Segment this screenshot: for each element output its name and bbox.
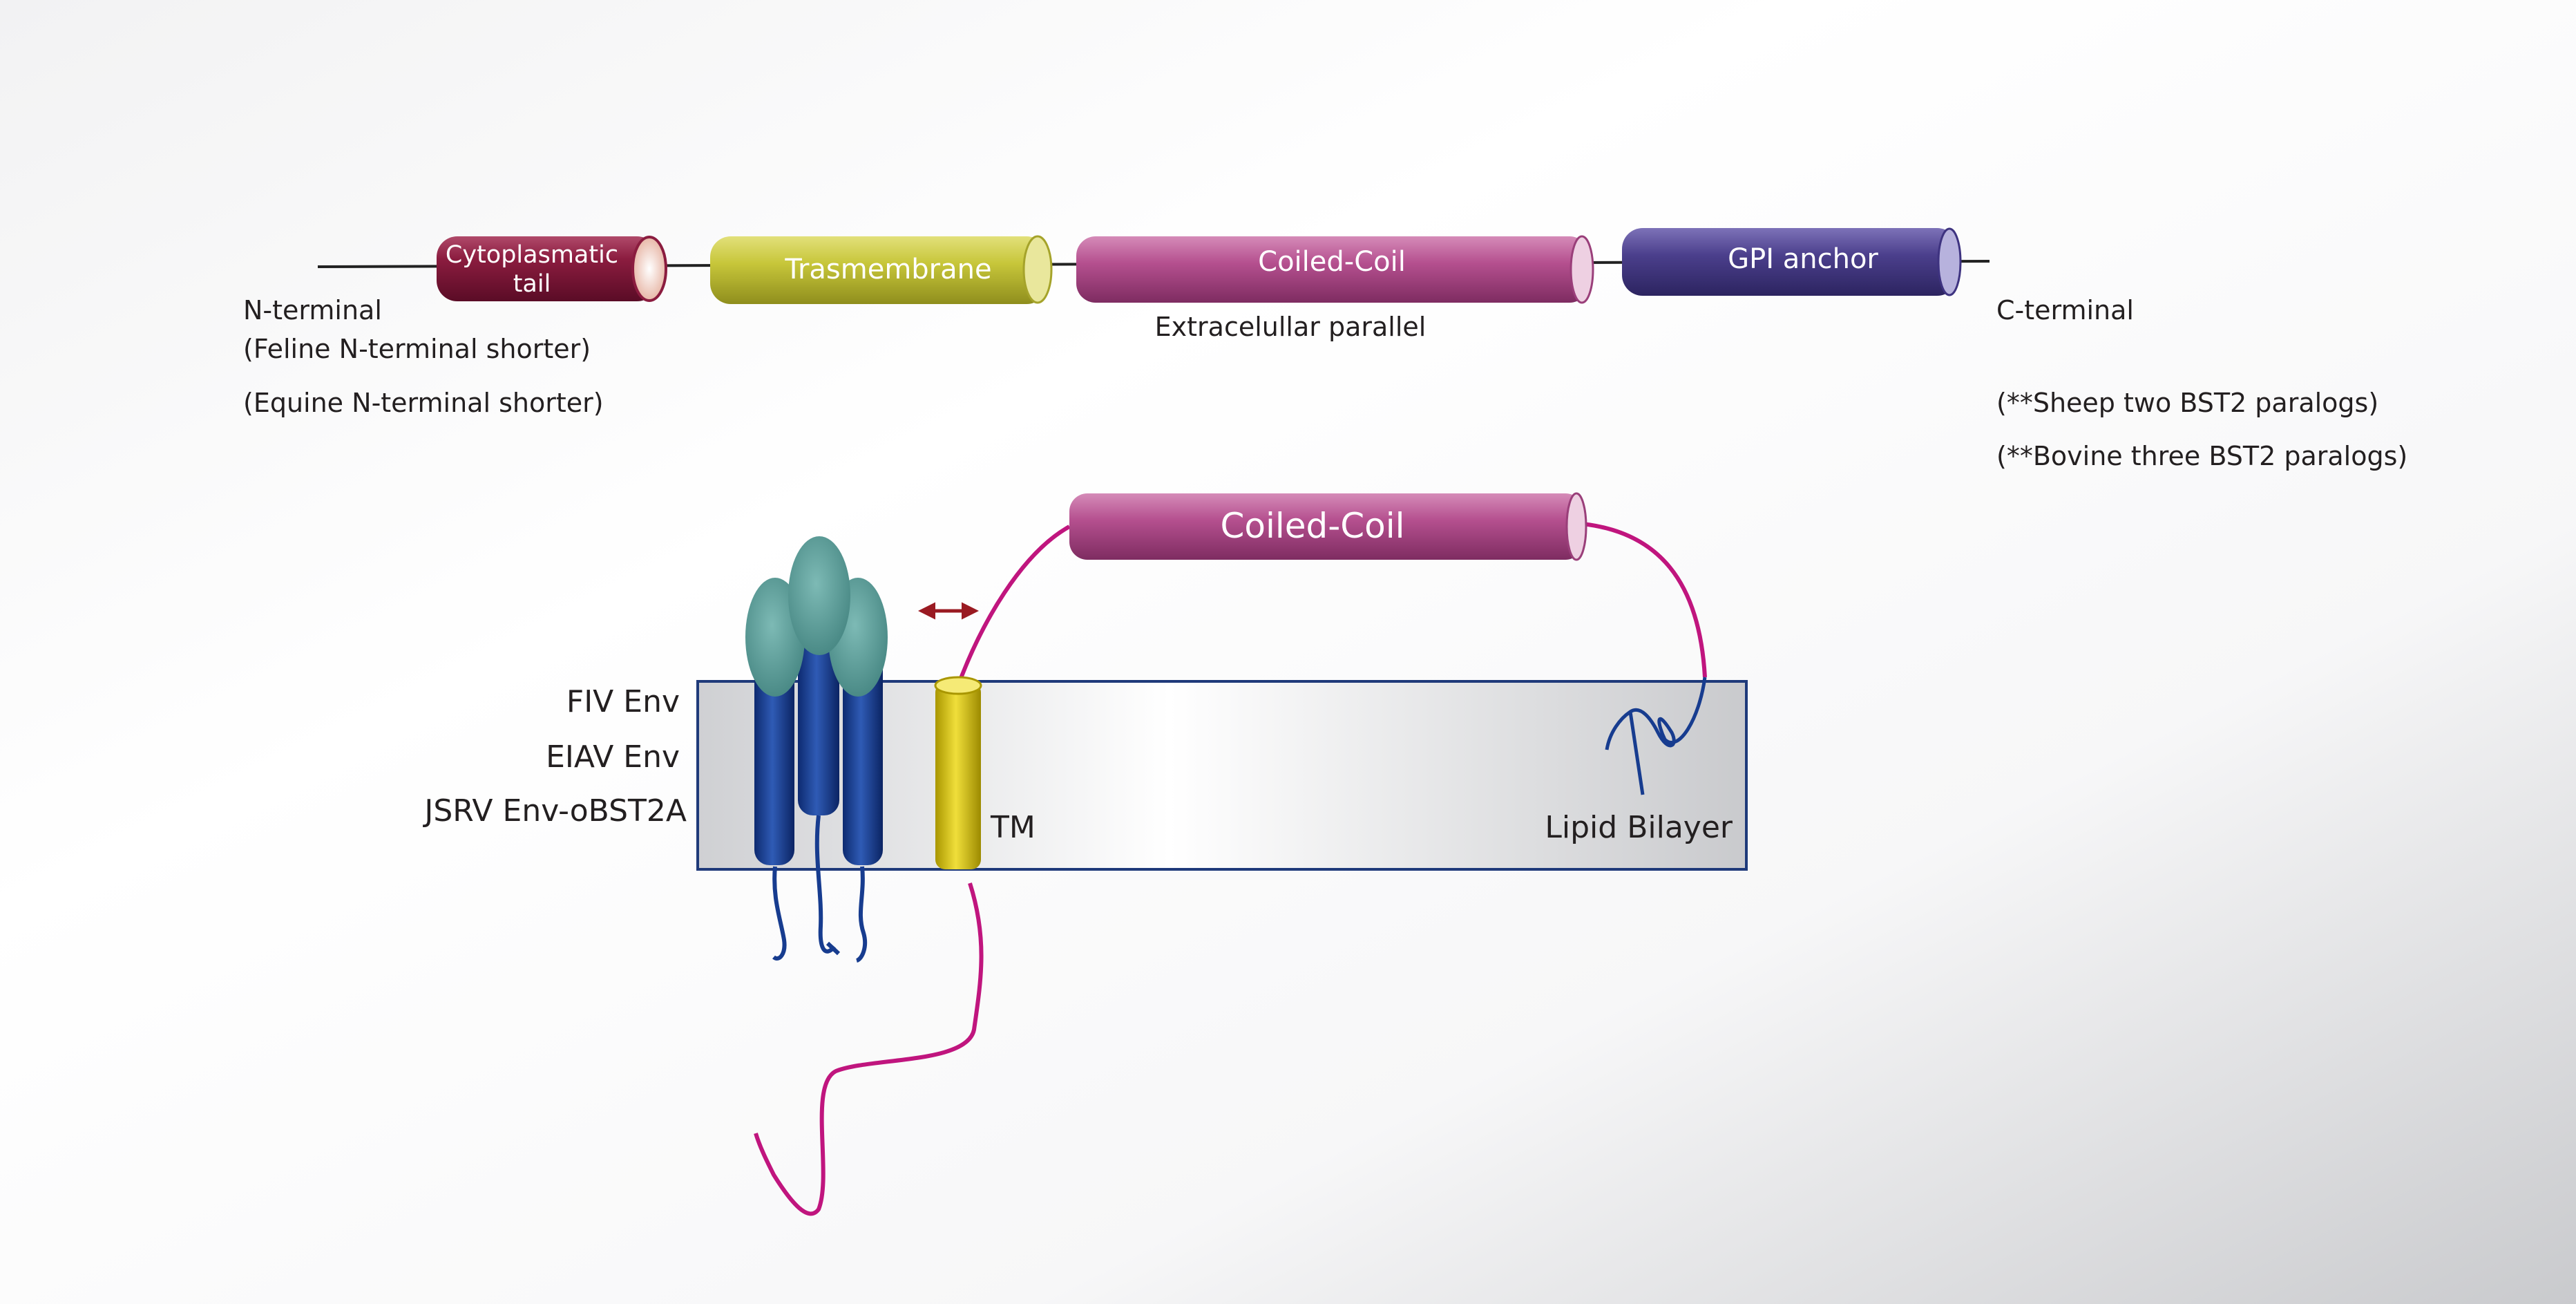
transmembrane-label: Trasmembrane: [784, 254, 991, 285]
feline-note: (Feline N-terminal shorter): [243, 334, 591, 364]
env-tail-left: [772, 866, 787, 961]
membrane-coiled-coil: Coiled-Coil: [1069, 492, 1587, 561]
gpi-anchor-segment: GPI anchor: [1622, 227, 1962, 296]
coiled-coil-segment: Coiled-Coil: [1076, 235, 1594, 304]
env-glycoprotein: [745, 536, 888, 963]
sheep-paralogs-note: (**Sheep two BST2 paralogs): [1996, 388, 2378, 418]
bovine-paralogs-note: (**Bovine three BST2 paralogs): [1996, 441, 2407, 471]
cytoplasmatic-tail-segment: Cytoplasmatic tail: [437, 236, 667, 302]
equine-note: (Equine N-terminal shorter): [243, 388, 604, 418]
bst2-cytoplasmic-tail: [754, 882, 984, 1216]
bst2-chain-upper: [954, 525, 1071, 692]
env-tail-right: [855, 866, 868, 963]
tm-label: TM: [990, 810, 1036, 845]
gpi-anchor-squiggle: [1605, 677, 1707, 795]
membrane-coiled-coil-label: Coiled-Coil: [1220, 506, 1404, 546]
cytoplasmatic-tail-label-line2: tail: [513, 270, 551, 298]
c-terminal-notes: C-terminal (**Sheep two BST2 paralogs) (…: [1996, 295, 2407, 471]
lipid-bilayer-label: Lipid Bilayer: [1545, 810, 1733, 845]
bst2-chain-gpi-link: [1581, 522, 1707, 678]
eiav-env-label: EIAV Env: [546, 739, 680, 775]
transmembrane-segment: Trasmembrane: [710, 235, 1053, 304]
n-terminal-label: N-terminal: [243, 295, 382, 325]
c-terminal-label: C-terminal: [1996, 295, 2134, 325]
extracellular-parallel-label: Extracelullar parallel: [1155, 312, 1427, 342]
env-tail-middle: [814, 815, 841, 956]
coiled-coil-label: Coiled-Coil: [1258, 246, 1406, 278]
env-stalk-middle: [798, 608, 839, 815]
membrane-view: Coiled-Coil TM Lipid Bilayer FIV Env EIA…: [422, 492, 1748, 1216]
tm-cylinder: TM: [934, 676, 1036, 869]
cytoplasmatic-tail-label-line1: Cytoplasmatic: [446, 241, 618, 269]
domain-bar: Cytoplasmatic tail Trasmembrane Coiled-C…: [317, 227, 1990, 342]
jsrv-env-label: JSRV Env-oBST2A: [422, 793, 687, 829]
env-head-top: [788, 536, 850, 655]
gpi-anchor-label: GPI anchor: [1728, 243, 1878, 275]
fiv-env-label: FIV Env: [566, 684, 680, 719]
n-terminal-notes: N-terminal (Feline N-terminal shorter) (…: [243, 295, 604, 418]
